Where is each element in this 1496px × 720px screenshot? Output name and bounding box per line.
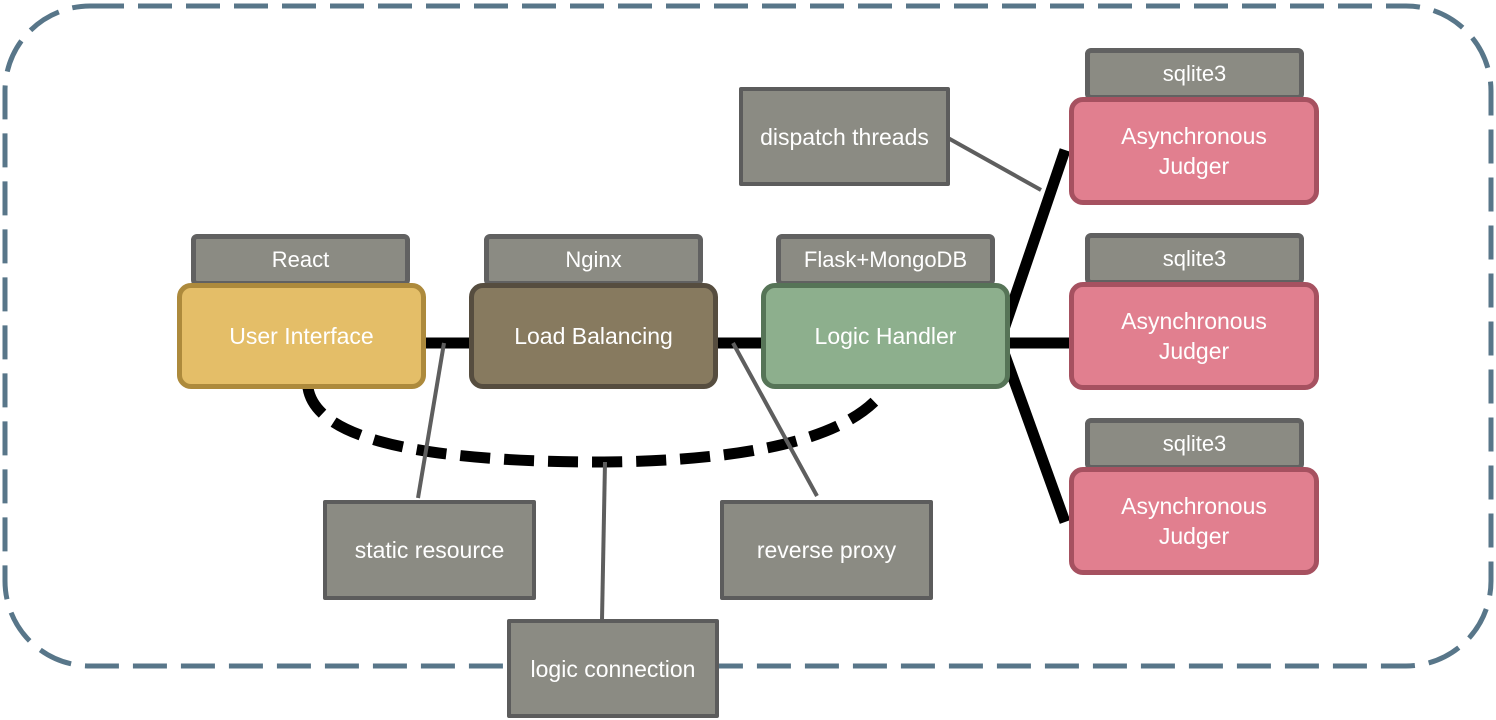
sqlite3-tag-1: sqlite3 [1085, 48, 1304, 100]
dispatch-threads-note: dispatch threads [739, 87, 950, 186]
flask-mongodb-tag: Flask+MongoDB [776, 234, 995, 286]
static-resource-note: static resource [323, 500, 536, 600]
pointer-logic-connection [600, 461, 607, 621]
system-boundary [2, 3, 1494, 669]
pointer-reverse-proxy [731, 342, 819, 497]
judger-node-1: Asynchronous Judger [1069, 97, 1319, 205]
judger-node-3: Asynchronous Judger [1069, 467, 1319, 575]
link-lh-judger-1 [997, 148, 1071, 334]
link-lh-judger-3 [997, 348, 1071, 524]
react-tag: React [191, 234, 410, 286]
sqlite3-tag-3: sqlite3 [1085, 418, 1304, 470]
pointer-dispatch-threads [947, 136, 1042, 192]
user-interface-node: User Interface [177, 283, 426, 389]
pointer-static-resource [416, 342, 446, 499]
load-balancing-node: Load Balancing [469, 283, 718, 389]
nginx-tag: Nginx [484, 234, 703, 286]
judger-node-2: Asynchronous Judger [1069, 282, 1319, 390]
reverse-proxy-note: reverse proxy [720, 500, 933, 600]
logic-connection-note: logic connection [507, 619, 719, 718]
sqlite3-tag-2: sqlite3 [1085, 233, 1304, 285]
logic-handler-node: Logic Handler [761, 283, 1010, 389]
